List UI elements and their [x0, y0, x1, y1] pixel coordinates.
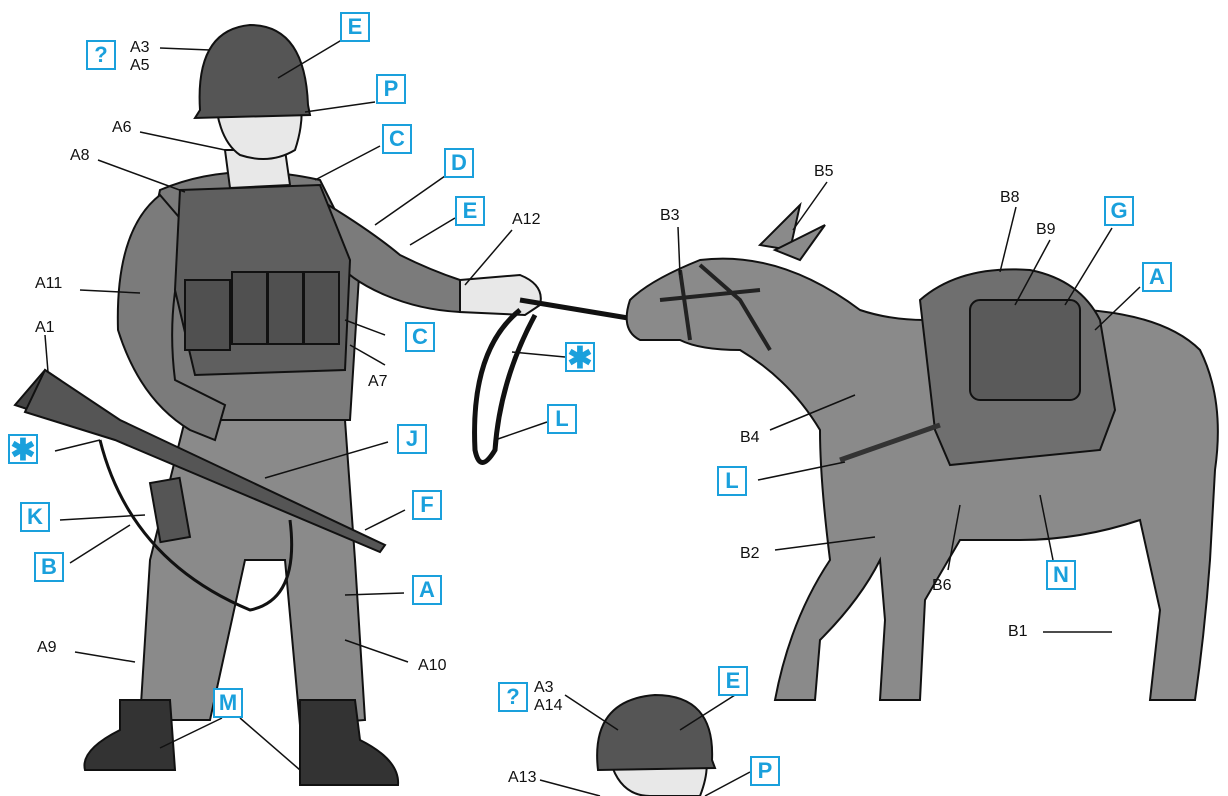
color-code-l-girth: L: [717, 466, 747, 496]
color-code-f-knife: F: [412, 490, 442, 520]
color-code-j-rifle: J: [397, 424, 427, 454]
color-code-star-strap: ✱: [565, 342, 595, 372]
color-code-e-sleeve: E: [455, 196, 485, 226]
color-code-a-trousers: A: [412, 575, 442, 605]
part-label-a3-second: A3: [534, 680, 554, 696]
soldier-helmet: [195, 25, 310, 118]
unknown-color-badge-bottom: ?: [498, 682, 528, 712]
part-label-b8: B8: [1000, 190, 1020, 206]
donkey-pack-pocket: [970, 300, 1080, 400]
part-label-b3: B3: [660, 208, 680, 224]
soldier-right-boot: [300, 700, 398, 785]
part-label-a11: A11: [35, 276, 62, 292]
part-label-b4: B4: [740, 430, 760, 446]
soldier-ammo-pouch: [268, 272, 303, 344]
soldier-ammo-pouch: [304, 272, 339, 344]
soldier-ammo-pouch: [185, 280, 230, 350]
second-figure: [597, 695, 715, 796]
color-code-n-blanket: N: [1046, 560, 1076, 590]
soldier-ammo-pouch: [232, 272, 267, 344]
color-code-d-vest: D: [444, 148, 474, 178]
color-code-k-magazine: K: [20, 502, 50, 532]
part-label-a12: A12: [512, 212, 540, 228]
color-code-e-helmet-second: E: [718, 666, 748, 696]
soldier-figure: [15, 25, 541, 785]
part-label-b5: B5: [814, 164, 834, 180]
second-figure-helmet: [597, 695, 715, 770]
unknown-color-badge: ?: [86, 40, 116, 70]
color-code-a-pack: A: [1142, 262, 1172, 292]
color-code-g-pack: G: [1104, 196, 1134, 226]
part-label-a3: A3: [130, 40, 150, 56]
color-code-p-helmet-second: P: [750, 756, 780, 786]
part-label-a10: A10: [418, 658, 446, 674]
color-code-c-pouch: C: [405, 322, 435, 352]
color-code-e-helmet: E: [340, 12, 370, 42]
part-label-a5: A5: [130, 58, 150, 74]
part-label-a8: A8: [70, 148, 90, 164]
color-code-b-sling: B: [34, 552, 64, 582]
part-label-b1: B1: [1008, 624, 1028, 640]
part-label-b9: B9: [1036, 222, 1056, 238]
soldier-hand: [460, 275, 541, 315]
color-code-c-vest: C: [382, 124, 412, 154]
part-label-b6: B6: [932, 578, 952, 594]
color-code-star-rifle: ✱: [8, 434, 38, 464]
part-label-a13: A13: [508, 770, 536, 786]
part-label-a9: A9: [37, 640, 57, 656]
color-code-m-boots: M: [213, 688, 243, 718]
soldier-left-boot: [84, 700, 175, 770]
color-code-l-lead: L: [547, 404, 577, 434]
part-label-a1: A1: [35, 320, 55, 336]
donkey-figure: [627, 205, 1218, 700]
part-label-b2: B2: [740, 546, 760, 562]
part-label-a7: A7: [368, 374, 388, 390]
part-label-a14: A14: [534, 698, 562, 714]
part-label-a6: A6: [112, 120, 132, 136]
color-code-p-helmet: P: [376, 74, 406, 104]
